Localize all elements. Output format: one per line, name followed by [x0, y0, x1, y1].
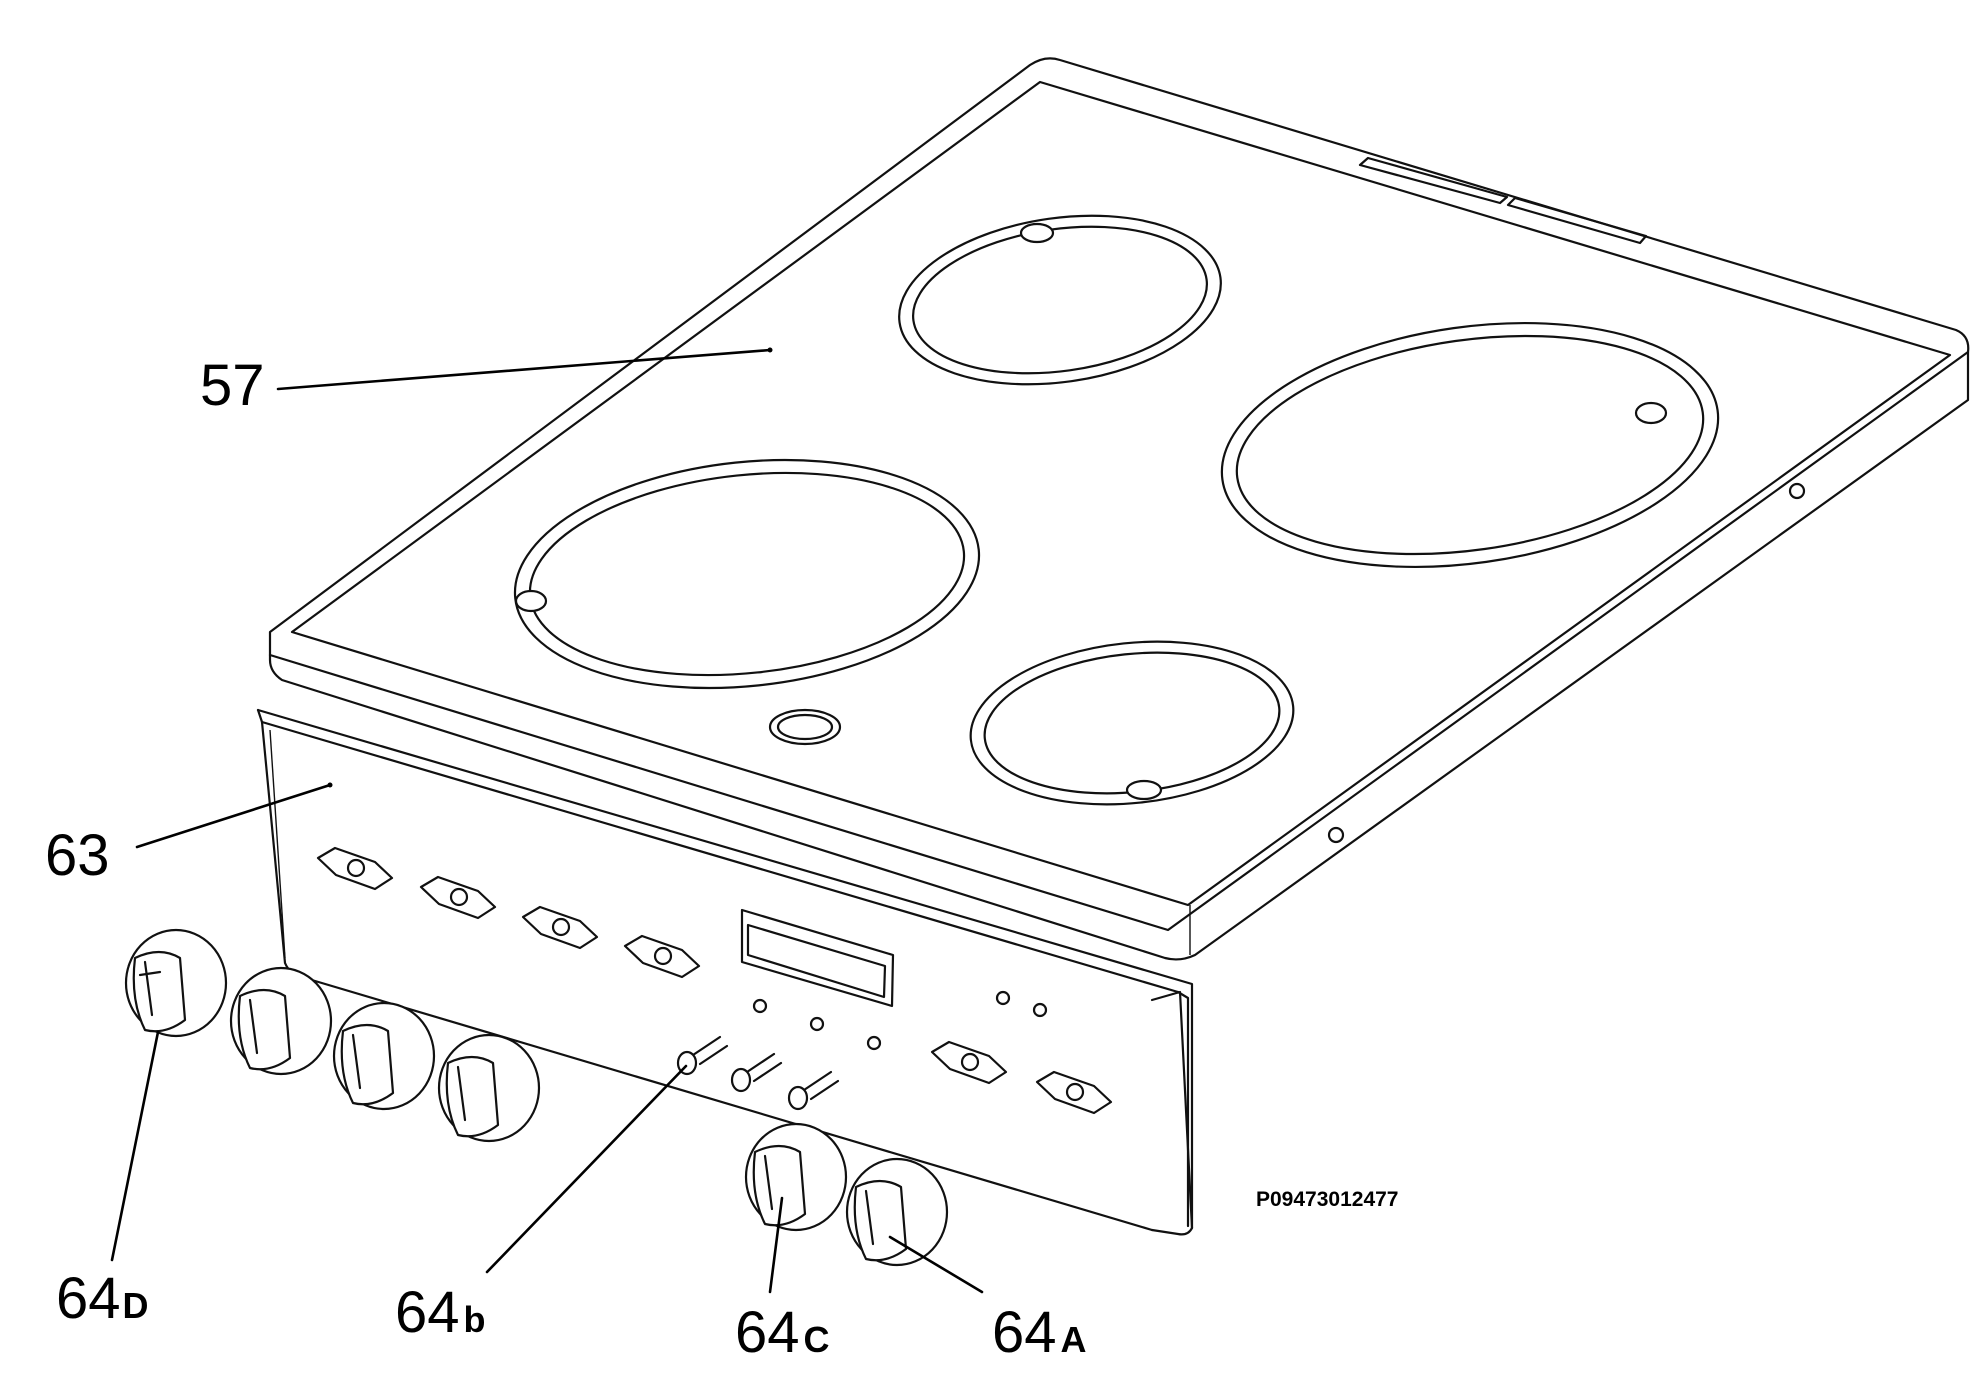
- figure-code: P09473012477: [1256, 1188, 1398, 1211]
- leader-lines: [110, 347, 984, 1294]
- leader-64b: [485, 1064, 688, 1274]
- cooking-zone-front-right: [969, 640, 1295, 806]
- callout-64d-sub: D: [123, 1285, 149, 1326]
- callout-64a-sub: A: [1061, 1319, 1087, 1360]
- control-knobs: [124, 928, 949, 1267]
- callout-64b-sub: b: [464, 1299, 486, 1340]
- timer-display: [740, 908, 895, 1008]
- leader-63: [135, 783, 332, 849]
- hob-glass-top: [268, 57, 1970, 961]
- callout-64d: 64D: [56, 1266, 149, 1331]
- hob-indicator: [768, 708, 842, 746]
- callout-64c-main: 64: [735, 1300, 800, 1365]
- switch-4: [623, 934, 701, 979]
- callout-64b-main: 64: [395, 1280, 460, 1345]
- switch-2: [419, 875, 497, 920]
- panel-switches: [316, 846, 1113, 1115]
- knob-2: [229, 966, 333, 1076]
- leader-64a: [888, 1235, 984, 1294]
- cooking-zone-front-left: [513, 458, 981, 690]
- switch-3: [521, 905, 599, 950]
- switch-5: [930, 1040, 1008, 1085]
- switch-6: [1035, 1070, 1113, 1115]
- cooking-zone-rear-right: [1220, 321, 1720, 569]
- pin-2: [730, 1052, 783, 1093]
- pin-3: [787, 1070, 840, 1111]
- callout-64d-main: 64: [56, 1266, 121, 1331]
- switch-1: [316, 846, 394, 891]
- knob-3: [332, 1001, 436, 1111]
- callout-63: 63: [45, 823, 110, 888]
- indicator-lamps: [752, 990, 1048, 1051]
- callout-64c-sub: C: [804, 1319, 830, 1360]
- cooking-zone-rear-left: [898, 214, 1222, 386]
- callout-64a-main: 64: [992, 1300, 1057, 1365]
- knob-64c: [744, 1122, 848, 1232]
- leader-57: [276, 348, 772, 391]
- callout-57: 57: [200, 353, 265, 418]
- knob-4: [437, 1033, 541, 1143]
- knob-64a: [845, 1157, 949, 1267]
- leader-64d: [110, 1030, 160, 1262]
- leader-64c: [768, 1196, 784, 1294]
- knob-64d: [124, 928, 228, 1038]
- pushbutton-pins: [676, 1035, 840, 1111]
